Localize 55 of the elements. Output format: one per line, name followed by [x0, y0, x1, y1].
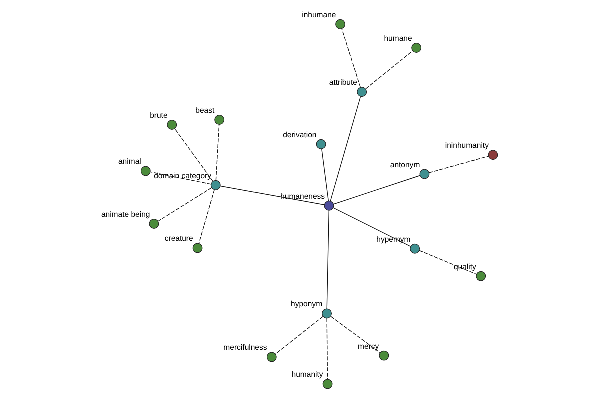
connector [198, 190, 215, 244]
node-circle [336, 19, 346, 30]
node-circle [412, 43, 422, 54]
node-label: humanity [292, 370, 324, 380]
node-circle [167, 120, 178, 130]
node-circle [149, 219, 160, 229]
node-circle [266, 352, 277, 362]
connector [150, 172, 212, 185]
connector [419, 250, 478, 275]
node-circle [316, 139, 326, 150]
node-label: animal [118, 157, 142, 166]
connector [216, 124, 220, 182]
node-circle [420, 169, 430, 180]
connector [326, 318, 328, 380]
node-label: hyponym [291, 300, 323, 309]
connector [330, 96, 362, 202]
node-circle [379, 350, 390, 361]
node-label: quality [454, 262, 476, 272]
node-label: humane [384, 34, 412, 44]
node-label: animate being [101, 210, 150, 219]
connector [174, 128, 214, 182]
connector [333, 208, 412, 248]
connector [428, 156, 489, 174]
connector [326, 210, 330, 310]
node-circle [322, 308, 332, 319]
node-circle [488, 150, 498, 160]
connector [342, 28, 361, 88]
node-circle [214, 115, 225, 125]
node-label: mercy [358, 342, 380, 351]
node-label: derivation [283, 130, 317, 140]
connector [334, 175, 421, 205]
node-label: antonym [390, 160, 420, 170]
node-circle [210, 180, 221, 190]
node-label: attribute [329, 78, 358, 88]
node-label: beast [196, 106, 215, 116]
connector [220, 186, 325, 206]
node-label: mercifulness [224, 343, 268, 352]
node-circle [357, 87, 368, 98]
node-label: domain category [154, 171, 212, 180]
node-circle [192, 243, 203, 254]
connector [322, 148, 329, 202]
node-circle [410, 244, 420, 254]
node-label: ininhumanity [445, 141, 489, 150]
connector [330, 316, 381, 354]
connector [366, 50, 414, 90]
node-label: humaneness [280, 192, 326, 201]
connector [275, 316, 324, 354]
node-circle [322, 379, 333, 390]
node-circle [476, 271, 486, 282]
node-circle [324, 200, 334, 211]
node-label: brute [150, 110, 168, 120]
connector [158, 188, 212, 222]
node-label: inhumane [302, 10, 336, 20]
node-circle [140, 166, 151, 176]
node-label: creature [164, 234, 194, 244]
